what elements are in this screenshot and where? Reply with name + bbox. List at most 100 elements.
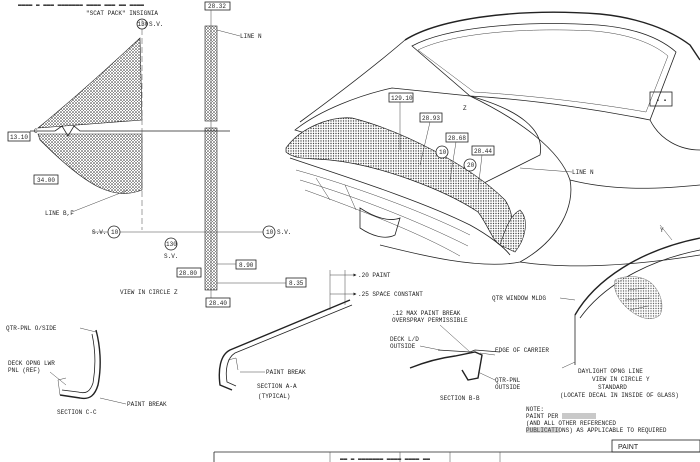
bb-deck-lid: DECK L/D — [390, 336, 419, 343]
line-bf-label: LINE B,F — [45, 210, 74, 217]
dim-20: 20 — [467, 162, 475, 169]
notes-line2: (AND ALL OTHER REFERENCED — [526, 420, 616, 427]
taillight-detail — [315, 177, 357, 211]
header-faint-line: ▬▬▬▬ ▬ ▬▬▬ ▬▬▬▬▬▬▬ ▬▬▬▬ ▬▬▬ ▬▬ ▬▬▬▬ — [18, 1, 144, 8]
bb-caption: SECTION B-B — [440, 395, 480, 402]
dim-129-10: 129.10 — [391, 95, 413, 102]
dim-box — [445, 132, 469, 143]
title-block: PAINT ▬▬ ▬ ▬▬▬▬▬▬▬ ▬▬▬▬ ▬▬▬▬ ▬▬ — [213, 439, 700, 462]
leader — [71, 189, 129, 213]
dim-8-35: 8.35 — [289, 280, 304, 287]
leader — [449, 141, 457, 181]
line-n-label: LINE N — [240, 33, 262, 40]
dim-130-top: 130 — [138, 21, 149, 28]
dim-box — [205, 297, 231, 308]
bb-profile-top — [437, 349, 501, 353]
view-z-detail: LINE N 13.10 C 34.00 LINE B,F S.V. 10 10… — [7, 10, 307, 308]
rear-window-inner — [417, 29, 669, 113]
y-standard: STANDARD — [598, 384, 627, 391]
bb-deck-lid2: OUTSIDE — [390, 343, 416, 350]
dim-28-44: 28.44 — [474, 148, 492, 155]
aa-detail — [227, 357, 239, 371]
deck-lid — [294, 87, 542, 186]
aa-caption: SECTION A-A — [257, 383, 297, 390]
section-cc: QTR-PNL O/SIDE DECK OPNG LWR PNL (REF) P… — [6, 325, 167, 416]
bumper-line — [304, 189, 461, 257]
dim-box — [176, 267, 202, 278]
notes: NOTE: PAINT PER (AND ALL OTHER REFERENCE… — [526, 406, 667, 434]
break-line — [30, 125, 230, 137]
note-space: .25 SPACE CONSTANT — [358, 291, 423, 298]
bb-note2: OVERSPRAY PERMISSIBLE — [392, 317, 468, 324]
label-z: Z — [463, 105, 467, 112]
leader — [79, 327, 97, 333]
stripe-band — [285, 117, 513, 246]
label-y: Y — [660, 227, 664, 234]
leader — [419, 345, 441, 351]
decal-sketch — [614, 276, 663, 319]
body-line — [299, 39, 406, 123]
dim-circle — [262, 225, 276, 239]
y-caption: VIEW IN CIRCLE Y — [592, 376, 650, 383]
bb-edge-carrier: EDGE OF CARRIER — [495, 347, 549, 354]
y-daylight: DAYLIGHT OPNG LINE — [578, 368, 643, 375]
dim-sv-top: S.V. — [149, 21, 163, 28]
cc-profile-outer — [59, 329, 101, 400]
dim-34-00: 34.00 — [37, 177, 55, 184]
leader — [216, 29, 241, 37]
roof-line — [404, 11, 700, 61]
section-bb: .12 MAX PAINT BREAK OVERSPRAY PERMISSIBL… — [390, 310, 549, 402]
sv-bottom-label: S.V. — [164, 253, 178, 260]
paint-cell — [611, 439, 700, 453]
stipple-upper-left — [37, 37, 143, 129]
cc-qtr-pnl: QTR-PNL O/SIDE — [6, 325, 57, 332]
sv-bottom-num: 130 — [166, 241, 177, 248]
cc-caption: SECTION C-C — [57, 409, 97, 416]
leader — [519, 167, 573, 173]
quarter-line — [379, 95, 572, 265]
bb-qtr-pnl2: OUTSIDE — [495, 384, 521, 391]
dim-box — [204, 1, 231, 11]
redacted-spec — [562, 413, 596, 419]
cc-paint-break: PAINT BREAK — [127, 401, 167, 408]
dim-8-90: 8.90 — [239, 262, 254, 269]
dim-box — [33, 174, 59, 185]
view-z-caption: VIEW IN CIRCLE Z — [120, 289, 178, 296]
cc-detail — [57, 377, 67, 396]
dim-box — [235, 259, 257, 270]
car-view: 129.10 28.93 28.68 28.44 10 20 Z LINE N … — [285, 11, 700, 267]
aa-paint-break: PAINT BREAK — [266, 369, 306, 376]
stipple-lower-left — [37, 133, 143, 194]
y-mldg-line — [574, 237, 700, 316]
dim-28-93: 28.93 — [422, 115, 440, 122]
view-y-detail: Y QTR WINDOW MLDG DAYLIGHT OPNG LINE VIE… — [492, 224, 700, 399]
sv-left-num: 10 — [111, 229, 119, 236]
sv-right-label: S.V. — [277, 229, 291, 236]
leader — [659, 224, 673, 241]
sv-left-label: S.V. — [92, 229, 106, 236]
bb-qtr-pnl: QTR-PNL — [495, 377, 521, 384]
notes-line3: PUBLICATIONS) AS APPLICABLE TO REQUIRED — [526, 427, 667, 434]
leader — [99, 397, 127, 405]
cc-profile-inner — [61, 333, 96, 394]
redacted-spec — [526, 427, 560, 433]
header-note: "SCAT PACK" INSIGNIA — [86, 10, 158, 17]
cc-deck-opng: DECK OPNG LWR — [8, 360, 55, 367]
corner-box — [649, 91, 673, 107]
dim-28-40: 28.40 — [209, 300, 227, 307]
dim-28-68: 28.68 — [448, 135, 466, 142]
aa-caption-sub: (TYPICAL) — [258, 393, 290, 400]
header: ▬▬▬▬ ▬ ▬▬▬ ▬▬▬▬▬▬▬ ▬▬▬▬ ▬▬▬ ▬▬ ▬▬▬▬ "SCA… — [18, 1, 231, 30]
leader — [559, 297, 576, 301]
license-plate — [359, 207, 401, 238]
dim-28-32: 28.32 — [208, 3, 226, 10]
cc-deck-opng2: PNL (REF) — [8, 367, 40, 374]
dim-circle — [463, 158, 477, 172]
sv-right-num: 10 — [266, 229, 274, 236]
leader — [477, 371, 496, 381]
dim-circle — [107, 225, 121, 239]
leader — [479, 352, 496, 356]
dim-c: C — [34, 128, 38, 135]
y-locate: (LOCATE DECAL IN INSIDE OF GLASS) — [560, 392, 679, 399]
